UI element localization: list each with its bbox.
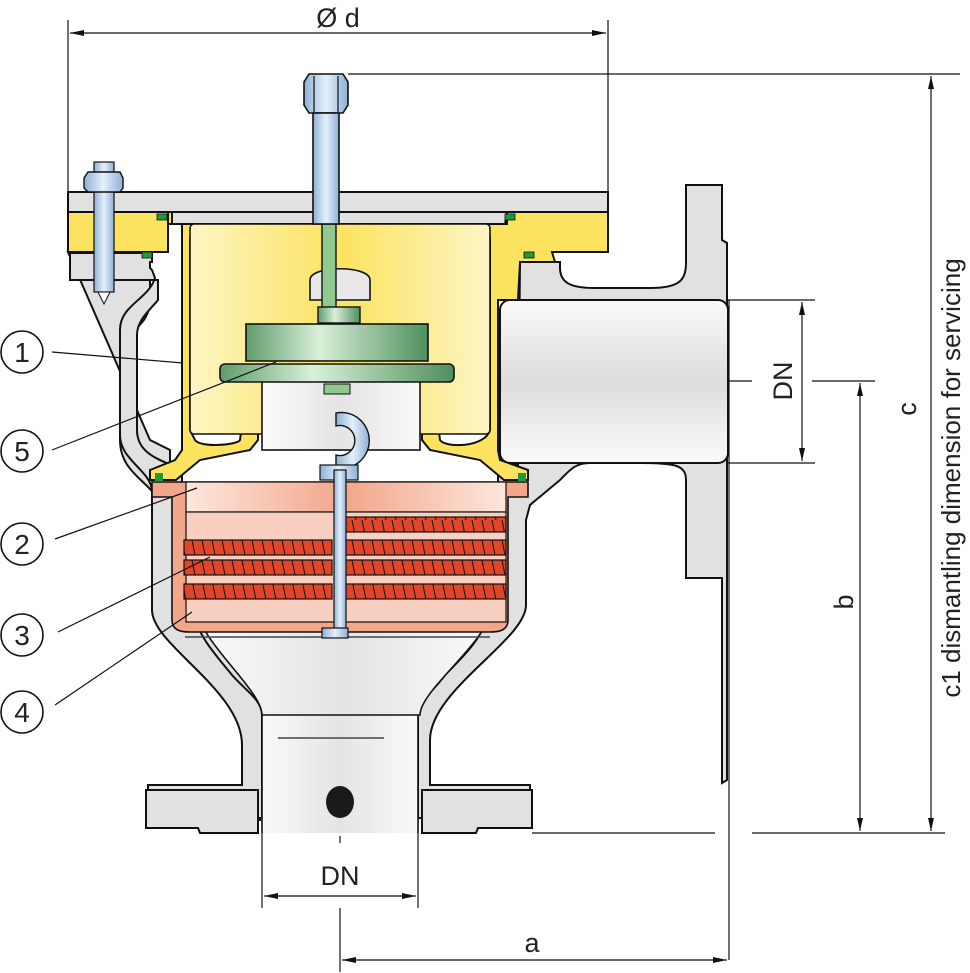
gasket (155, 473, 163, 481)
pallet-weight (245, 323, 429, 362)
svg-text:2: 2 (14, 529, 30, 560)
callout-1: 1 (0, 330, 184, 374)
gasket (523, 251, 535, 259)
diameter-label: Ø d (316, 3, 360, 33)
arrester-element (183, 559, 333, 576)
arrester-element (183, 539, 333, 556)
svg-text:4: 4 (14, 697, 30, 728)
arrester-element (345, 559, 507, 576)
arrester-element (345, 583, 507, 600)
callout-2: 2 (0, 487, 198, 566)
gasket (156, 213, 168, 221)
gasket (518, 473, 526, 481)
callout-5: 5 (0, 361, 277, 473)
top-screw (303, 73, 349, 225)
c-label: c (892, 402, 922, 416)
c1-label: c1 dismantling dimension for servicing (936, 258, 966, 697)
b-label: b (829, 594, 859, 609)
inlet-dn-label: DN (321, 861, 360, 891)
dimension-lines (67, 20, 960, 972)
svg-text:1: 1 (14, 337, 30, 368)
svg-text:3: 3 (14, 620, 30, 651)
arrester-element (345, 539, 507, 556)
gasket (504, 213, 516, 221)
arrester-element (183, 583, 333, 600)
svg-text:5: 5 (14, 436, 30, 467)
pallet-assembly (219, 223, 455, 451)
outlet-dn-label: DN (768, 362, 798, 401)
drain-hole (326, 786, 354, 818)
a-label: a (524, 928, 540, 958)
valve-pallet (219, 363, 455, 383)
arrester-element (345, 516, 507, 533)
gasket (141, 251, 153, 259)
callout-3: 3 (0, 556, 211, 657)
stud-bolt (83, 161, 124, 306)
callout-4: 4 (0, 611, 193, 734)
pallet-stem (321, 223, 337, 310)
eye-bolt (319, 411, 370, 639)
